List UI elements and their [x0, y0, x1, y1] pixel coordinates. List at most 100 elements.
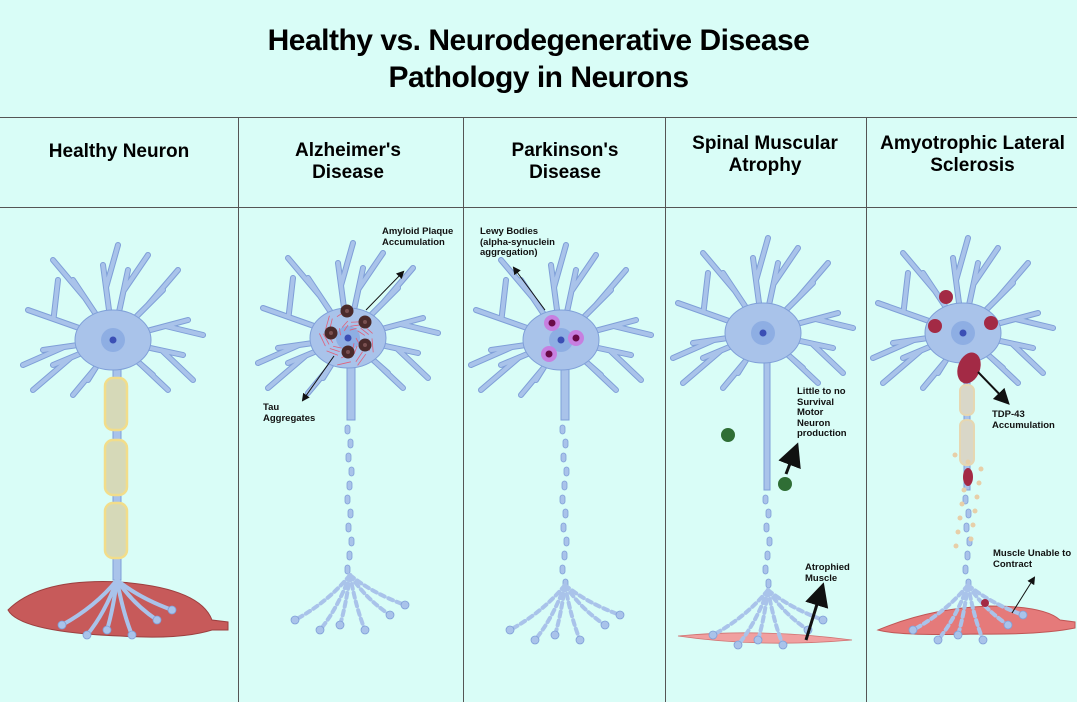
- lewy-body-core: [545, 350, 553, 358]
- title-line-1: Healthy vs. Neurodegenerative Disease: [267, 24, 810, 57]
- smn-protein: [721, 428, 735, 442]
- divider-header: [0, 207, 1077, 208]
- nucleolus: [557, 336, 565, 344]
- tau-tangle: [355, 351, 363, 362]
- label-amyloid-plaque: Amyloid Plaque Accumulation: [382, 226, 454, 248]
- tau-tangle: [360, 327, 369, 335]
- tau-tangle: [350, 324, 360, 327]
- terminal-bouton: [708, 630, 718, 640]
- arrow-atrophied: [804, 582, 829, 641]
- arrow-muscle-contract: [1011, 576, 1036, 614]
- myelin-debris: [965, 459, 971, 465]
- myelin-debris: [961, 487, 967, 493]
- amyloid-plaque-core: [345, 309, 349, 313]
- arrow-amyloid: [365, 270, 405, 311]
- amyloid-plaque-core: [363, 343, 367, 347]
- tau-tangle: [325, 315, 330, 330]
- column-header-sma: Spinal Muscular Atrophy: [692, 133, 838, 176]
- terminal-bouton: [615, 610, 625, 620]
- myelin-sheath: [103, 438, 129, 497]
- label-muscle-unable: Muscle Unable to Contract: [993, 548, 1072, 570]
- axon-fragment: [346, 480, 353, 491]
- axon-terminal: [115, 578, 174, 612]
- terminal-bouton: [505, 625, 515, 635]
- divider-col-4: [866, 117, 867, 702]
- axon-terminal: [348, 573, 407, 607]
- nucleolus: [959, 329, 967, 337]
- tau-tangle: [339, 328, 341, 336]
- axon-fragment: [347, 438, 354, 449]
- arrow-smn: [778, 442, 801, 475]
- tau-tangle: [349, 327, 357, 331]
- lewy-body-core: [548, 319, 556, 327]
- axon-terminal: [766, 588, 825, 622]
- axon-terminal: [563, 583, 622, 617]
- tau-tangle: [357, 330, 366, 336]
- axon-fragment: [963, 522, 970, 533]
- column-header-alzheimers: Alzheimer's Disease: [295, 140, 401, 183]
- terminal-bouton: [933, 635, 943, 645]
- myelin-debris: [976, 480, 982, 486]
- axon-fragment: [962, 494, 969, 505]
- axon-fragment: [345, 452, 352, 463]
- axon-fragment: [765, 578, 772, 589]
- terminal-bouton: [127, 630, 137, 640]
- terminal-bouton: [753, 635, 763, 645]
- terminal-bouton: [82, 630, 92, 640]
- terminal-bouton: [953, 630, 963, 640]
- divider-col-1: [238, 117, 239, 702]
- axon-terminal: [60, 578, 119, 627]
- terminal-bouton: [818, 615, 828, 625]
- tdp43-aggregate: [928, 319, 942, 333]
- myelin-sheath: [103, 376, 129, 432]
- tdp43-aggregate: [963, 468, 973, 486]
- axon-fragment: [344, 424, 351, 435]
- axon-terminal: [966, 583, 1025, 617]
- tdp43-aggregate: [939, 290, 953, 304]
- page-title: Healthy vs. Neurodegenerative Disease Pa…: [0, 22, 1077, 96]
- terminal-bouton: [600, 620, 610, 630]
- axon-terminal: [711, 588, 770, 637]
- tau-tangle: [333, 345, 342, 349]
- nucleolus: [759, 329, 767, 337]
- terminal-bouton: [335, 620, 345, 630]
- tau-tangle: [343, 324, 349, 332]
- axon-terminal: [911, 583, 970, 632]
- degraded-myelin: [959, 384, 975, 416]
- terminal-bouton: [575, 635, 585, 645]
- label-atrophied-muscle: Atrophied Muscle: [805, 562, 850, 584]
- axon-fragment: [560, 522, 567, 533]
- tau-tangle: [319, 333, 326, 347]
- terminal-bouton: [400, 600, 410, 610]
- axon-fragment: [964, 550, 971, 561]
- tau-tangle: [326, 350, 339, 356]
- terminal-bouton: [1003, 620, 1013, 630]
- column-header-parkinsons: Parkinson's Disease: [511, 140, 619, 183]
- terminal-bouton: [1018, 610, 1028, 620]
- axon-fragment: [560, 452, 567, 463]
- axon-fragment: [763, 522, 770, 533]
- axon-fragment: [344, 494, 351, 505]
- arrow-lewy: [512, 266, 546, 311]
- axon: [560, 361, 570, 421]
- axon-fragment: [559, 494, 566, 505]
- axon-fragment: [766, 536, 773, 547]
- tau-tangle: [341, 320, 349, 328]
- myelin-debris: [952, 452, 958, 458]
- axon-fragment: [762, 494, 769, 505]
- title-line-2: Pathology in Neurons: [388, 61, 689, 94]
- label-lewy-bodies: Lewy Bodies (alpha-synuclein aggregation…: [480, 226, 555, 258]
- tau-tangle: [353, 345, 358, 354]
- tau-tangle: [371, 338, 374, 353]
- axon-fragment: [347, 508, 354, 519]
- divider-top: [0, 117, 1077, 118]
- tau-tangle: [323, 333, 330, 345]
- terminal-bouton: [152, 615, 162, 625]
- tau-tangle: [337, 361, 351, 366]
- amyloid-plaque-core: [346, 350, 350, 354]
- myelin-debris: [955, 529, 961, 535]
- myelin-debris: [978, 466, 984, 472]
- terminal-bouton: [102, 625, 112, 635]
- lewy-body-core: [572, 334, 580, 342]
